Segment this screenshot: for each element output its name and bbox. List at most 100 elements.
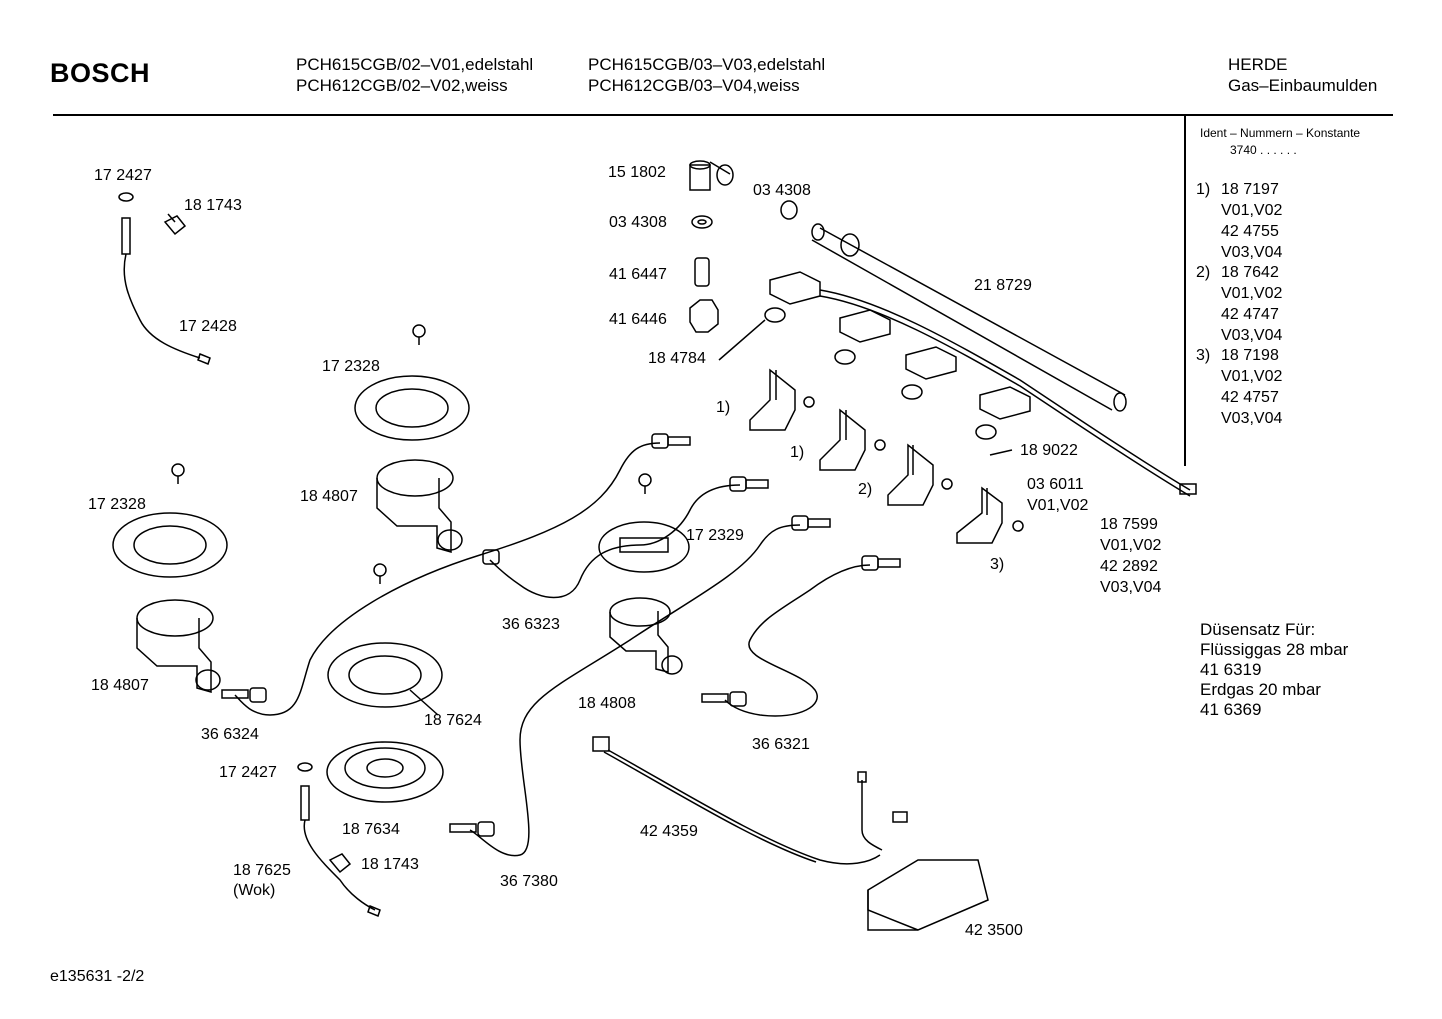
gas-valve-3 — [956, 424, 1003, 544]
part-label: 17 2427 — [219, 764, 277, 781]
screw-center — [638, 473, 652, 494]
nozzle-note-line: 41 6369 — [1200, 700, 1262, 719]
valve-nut — [874, 439, 886, 451]
part-label: 18 7599 — [1100, 516, 1158, 533]
part-label: 03 6011 — [1027, 476, 1084, 493]
callout-label: 1) — [716, 399, 731, 416]
valve-bracket — [979, 386, 1031, 420]
model-line-2a: PCH615CGB/03–V03,edelstahl — [588, 55, 826, 74]
ignition-harness — [592, 736, 908, 865]
document-id: e135631 -2/2 — [50, 968, 145, 985]
adapter-nipple — [694, 257, 710, 287]
pipe-fitting — [701, 691, 747, 707]
gas-pipe-366321 — [724, 564, 871, 717]
seal-ring — [780, 200, 798, 220]
gas-pipe-366324 — [234, 442, 661, 716]
seal-ring — [691, 215, 713, 229]
part-label: 18 4807 — [300, 488, 358, 505]
gas-valve-1a — [749, 307, 796, 431]
part-label: V03,V04 — [1100, 579, 1162, 596]
screw-upper — [412, 324, 426, 345]
sidebar-item-part: 18 7198 — [1221, 347, 1279, 364]
pipe-fitting — [449, 821, 495, 837]
part-label: 17 2328 — [88, 496, 146, 513]
sidebar-item-variant2: V03,V04 — [1221, 327, 1283, 344]
model-line-1a: PCH615CGB/02–V01,edelstahl — [296, 55, 534, 74]
part-label: 42 4359 — [640, 823, 698, 840]
clip-lower — [328, 853, 352, 874]
part-label: 17 2329 — [686, 527, 744, 544]
nozzle-note-line: 41 6319 — [1200, 660, 1262, 679]
part-label: 18 1743 — [361, 856, 419, 873]
part-label: 42 3500 — [965, 922, 1023, 939]
brand-logo: BOSCH — [50, 58, 151, 88]
callout-label: 3) — [990, 556, 1005, 573]
pipe-fitting — [791, 515, 831, 531]
shield-ring-center — [598, 521, 690, 573]
part-label: 18 4808 — [578, 695, 636, 712]
sidebar-item-variant2: V03,V04 — [1221, 244, 1283, 261]
valve-nut — [1012, 520, 1024, 532]
callout-label: 1) — [790, 444, 805, 461]
hex-nut — [689, 299, 719, 333]
part-label: 15 1802 — [608, 164, 666, 181]
nozzle-note-line: Erdgas 20 mbar — [1200, 680, 1321, 699]
shield-ring-upper — [354, 375, 470, 441]
part-label: 17 2427 — [94, 167, 152, 184]
part-label: 21 8729 — [974, 277, 1032, 294]
sidebar-item-num: 1) — [1196, 181, 1211, 198]
sidebar-item-variant: V01,V02 — [1221, 285, 1283, 302]
sidebar-item-part: 18 7642 — [1221, 264, 1279, 281]
part-label: 36 6321 — [752, 736, 810, 753]
valve-nut — [941, 478, 953, 490]
screw-left — [171, 463, 185, 484]
header-divider — [53, 114, 1393, 116]
burner-housing-upper — [376, 459, 463, 553]
gas-pipe-366323 — [489, 484, 741, 599]
clip-upper — [163, 215, 187, 236]
part-label: 36 6323 — [502, 616, 560, 633]
part-label: 17 2428 — [179, 318, 237, 335]
sidebar-divider — [1184, 116, 1186, 466]
gas-valve-1b — [819, 349, 866, 471]
sidebar-item-part2: 42 4757 — [1221, 389, 1279, 406]
burner-housing-center — [609, 597, 683, 675]
part-label: 18 9022 — [1020, 442, 1078, 459]
callout-label: 2) — [858, 481, 873, 498]
model-line-1b: PCH612CGB/02–V02,weiss — [296, 76, 508, 95]
sidebar-item-variant: V01,V02 — [1221, 368, 1283, 385]
model-line-2b: PCH612CGB/03–V04,weiss — [588, 76, 800, 95]
sidebar-item-num: 3) — [1196, 347, 1211, 364]
sidebar-item-part2: 42 4747 — [1221, 306, 1279, 323]
pipe-fitting — [482, 549, 500, 565]
burner-housing-left — [136, 599, 221, 693]
thermocouple-lower — [297, 762, 381, 917]
sidebar-item-part: 18 7197 — [1221, 181, 1279, 198]
wire-harness — [819, 289, 1191, 491]
part-label: 17 2328 — [322, 358, 380, 375]
part-label: 41 6446 — [609, 311, 667, 328]
gas-manifold-rail — [811, 223, 1127, 412]
shield-ring-left — [112, 512, 228, 578]
valve-bracket — [905, 346, 957, 380]
part-label: 41 6447 — [609, 266, 667, 283]
part-label: 18 1743 — [184, 197, 242, 214]
sidebar-item-num: 2) — [1196, 264, 1211, 281]
shield-ring-lower — [327, 642, 443, 708]
part-label: 18 7624 — [424, 712, 482, 729]
elbow-connector — [689, 160, 734, 191]
thermocouple-upper — [118, 192, 211, 365]
nozzle-note-title: Düsensatz Für: — [1200, 620, 1316, 639]
pipe-fitting — [651, 433, 691, 449]
sidebar-item-variant: V01,V02 — [1221, 202, 1283, 219]
category-label: HERDE — [1228, 55, 1288, 74]
part-label: 03 4308 — [609, 214, 667, 231]
part-label: 18 7625 — [233, 862, 291, 879]
sidebar-item-part2: 42 4755 — [1221, 223, 1279, 240]
subcategory-label: Gas–Einbaumulden — [1228, 76, 1378, 95]
wok-burner — [326, 741, 444, 803]
ident-title: Ident – Nummern – Konstante — [1200, 126, 1361, 140]
pipe-fitting — [861, 555, 901, 571]
pipe-fitting — [729, 476, 769, 492]
